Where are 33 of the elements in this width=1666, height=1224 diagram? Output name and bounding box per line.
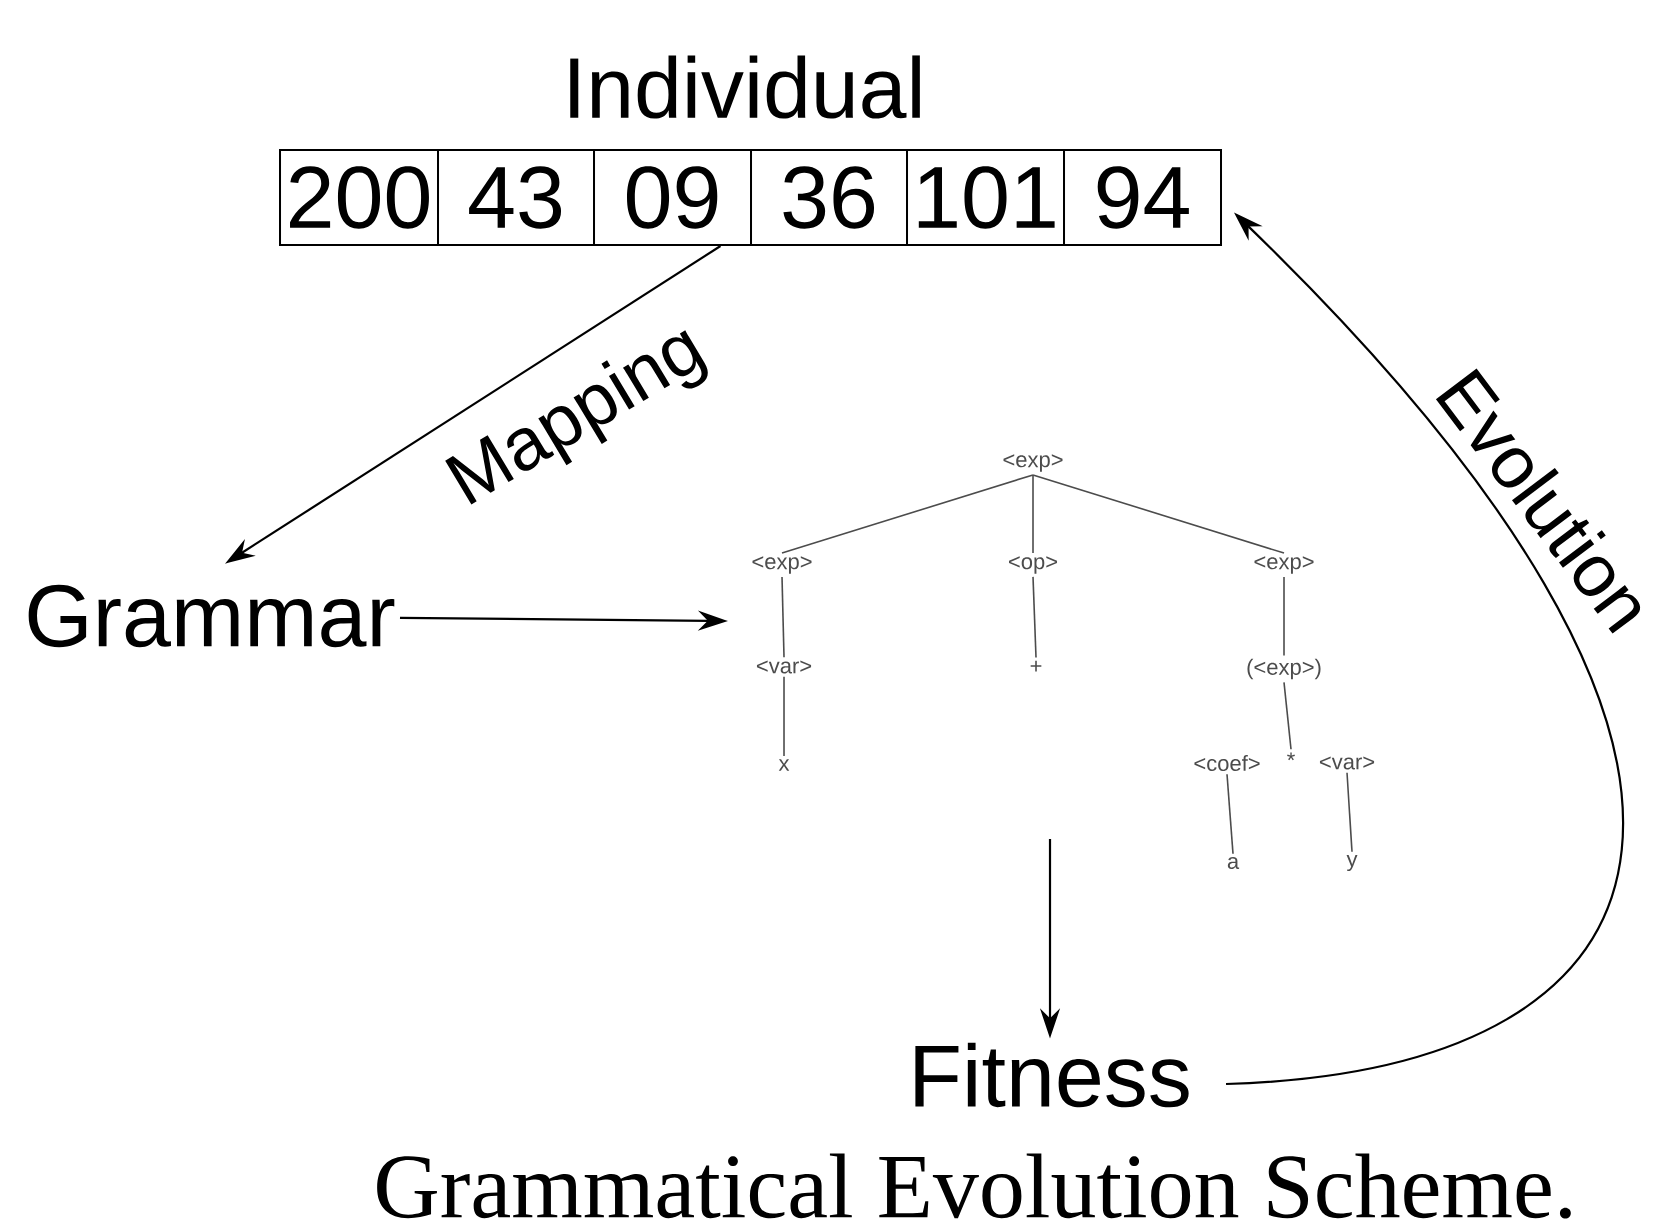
tree-label: <var> (1319, 756, 1375, 770)
tree-line (1032, 474, 1285, 554)
array-cell: 94 (1063, 149, 1222, 246)
tree-label: <exp> (1003, 454, 1063, 472)
tree-line (781, 576, 785, 659)
tree-label: <exp> (752, 556, 812, 574)
tree-line (1032, 474, 1034, 554)
array-cell: 200 (279, 149, 439, 246)
tree-label: <var> (756, 660, 812, 674)
tree-label: x (778, 759, 790, 771)
tree-label: + (1030, 660, 1042, 672)
tree-label: (<exp>) (1247, 658, 1321, 680)
text-label: Fitness (915, 1042, 1189, 1108)
tree-label: <exp> (1254, 556, 1314, 574)
array-cell: 101 (906, 149, 1065, 246)
tree-label: * (1287, 752, 1295, 761)
tree-label: <coef> (1194, 754, 1260, 772)
tree-line (1226, 773, 1234, 855)
array-cell: 09 (593, 149, 752, 246)
tree-label: a (1227, 856, 1240, 870)
caption: Grammatical Evolution Scheme. (377, 1153, 1571, 1219)
tree-line (1346, 771, 1353, 853)
heading: Individual (570, 55, 920, 119)
array-cell: 43 (437, 149, 595, 246)
tree-line (783, 675, 785, 757)
tree-line (1283, 576, 1285, 657)
text-label: Grammar (28, 584, 395, 648)
tree-line (1032, 576, 1037, 659)
tree-line (781, 474, 1034, 554)
tree-label: <op> (1009, 556, 1057, 574)
tree-line (1283, 681, 1292, 751)
tree-label: y (1346, 854, 1358, 872)
array-cell: 36 (750, 149, 908, 246)
